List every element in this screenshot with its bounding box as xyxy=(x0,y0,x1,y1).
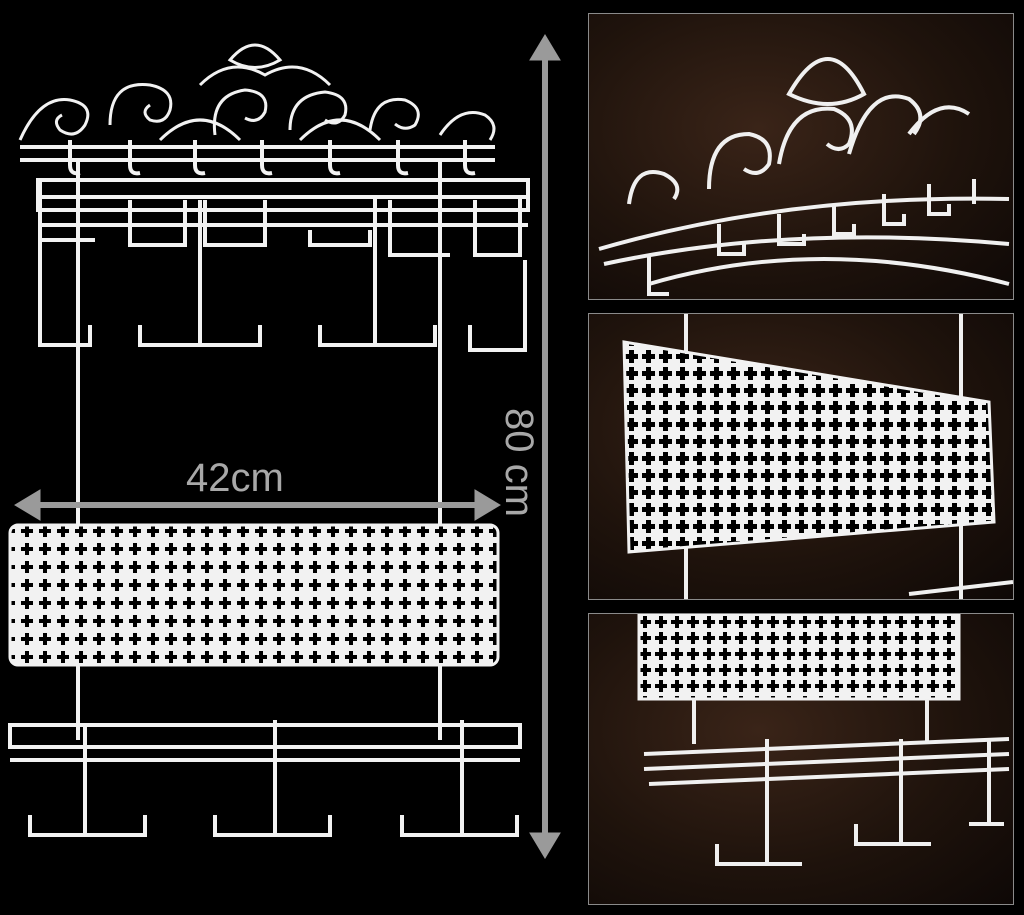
shelf-detail-wire xyxy=(643,699,1010,866)
width-label: 42cm xyxy=(186,456,284,500)
crest-scrollwork xyxy=(18,43,496,142)
height-label: 80 cm xyxy=(497,408,541,517)
height-dimension-arrow xyxy=(529,34,561,859)
top-hook-bar xyxy=(20,140,495,176)
mesh-panel-close xyxy=(622,340,996,554)
mesh-panel-detail-photo xyxy=(588,313,1014,600)
width-dimension-arrow xyxy=(14,489,501,521)
mesh-panel-partial xyxy=(637,614,961,701)
bottom-shelf-detail-photo xyxy=(588,613,1014,905)
bottom-shelf xyxy=(8,720,522,837)
upper-rack xyxy=(36,178,530,352)
crest-detail-wire xyxy=(598,57,1010,296)
main-product-photo xyxy=(8,34,561,859)
crest-detail-photo xyxy=(588,13,1014,300)
mesh-panel xyxy=(8,523,500,667)
